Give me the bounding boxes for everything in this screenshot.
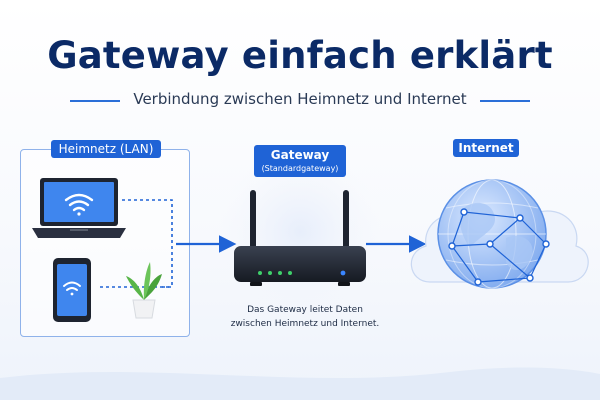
globe-network-nodes xyxy=(448,208,550,286)
router-led xyxy=(258,271,262,275)
caption-line-2: zwischen Heimnetz und Internet. xyxy=(230,319,380,329)
laptop-icon xyxy=(32,178,126,238)
router-led xyxy=(288,271,292,275)
gateway-sublabel: (Standardgateway) xyxy=(261,164,339,173)
subtitle-row: Verbindung zwischen Heimnetz und Interne… xyxy=(70,90,530,110)
router-led xyxy=(268,271,272,275)
page-title: Gateway einfach erklärt xyxy=(47,34,553,77)
gateway-label-box: Gateway (Standardgateway) xyxy=(254,145,346,177)
wifi-icon xyxy=(64,193,94,216)
internet-label: Internet xyxy=(453,139,519,157)
gateway-label: Gateway xyxy=(270,148,330,162)
router-status-led xyxy=(340,270,346,276)
lan-label: Heimnetz (LAN) xyxy=(51,140,161,158)
globe-icon xyxy=(437,179,550,289)
gateway-caption: Das Gateway leitet Daten zwischen Heimne… xyxy=(215,303,395,331)
subtitle: Verbindung zwischen Heimnetz und Interne… xyxy=(133,90,467,108)
caption-line-1: Das Gateway leitet Daten xyxy=(247,305,363,315)
subtitle-divider-right xyxy=(480,100,530,102)
router-icon xyxy=(234,190,366,286)
wifi-icon xyxy=(63,281,81,296)
smartphone-icon xyxy=(53,258,91,322)
plant-icon xyxy=(126,262,162,319)
background-wave xyxy=(0,367,600,400)
router-led xyxy=(278,271,282,275)
subtitle-divider-left xyxy=(70,100,120,102)
globe-network-links xyxy=(451,211,547,283)
lan-connector-laptop xyxy=(122,199,173,288)
